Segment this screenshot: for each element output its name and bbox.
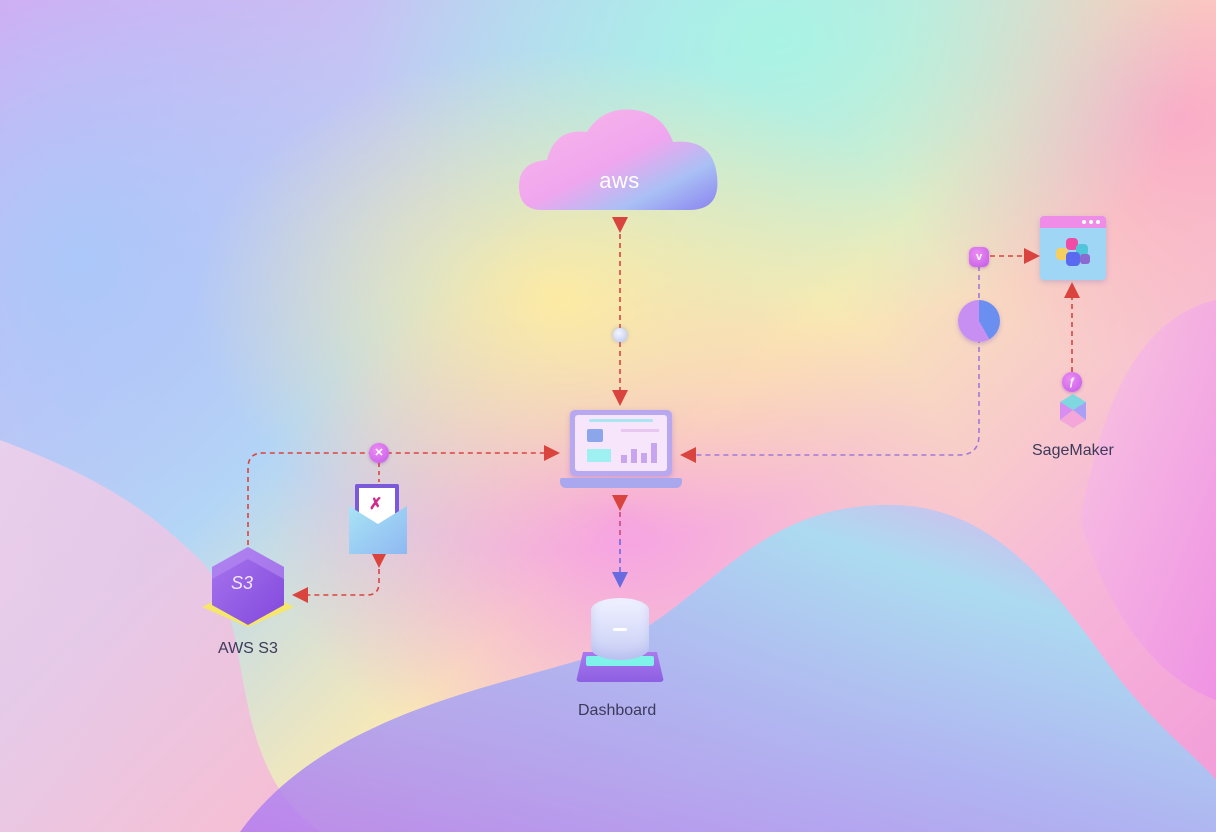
pie-chart-node[interactable] bbox=[958, 300, 1000, 342]
sagemaker-label: SageMaker bbox=[1032, 442, 1114, 459]
image-tile-icon bbox=[587, 429, 603, 442]
sagemaker-connector-badge[interactable]: ƒ bbox=[1062, 372, 1082, 392]
dashboard-label: Dashboard bbox=[578, 702, 657, 719]
window-titlebar bbox=[1040, 216, 1106, 228]
cloud-icon bbox=[519, 109, 718, 210]
logo-icon: ✗ bbox=[369, 496, 383, 513]
link-sagemaker-laptop bbox=[680, 266, 980, 463]
left-connector-badge[interactable]: ✕ bbox=[369, 443, 389, 463]
bar-chart-icon bbox=[621, 437, 659, 463]
text-line bbox=[621, 429, 659, 432]
cloud-label: aws bbox=[599, 168, 640, 193]
screen-header-bar bbox=[589, 419, 653, 422]
envelope-node[interactable]: ✗ bbox=[349, 484, 407, 554]
database-node[interactable] bbox=[576, 598, 664, 684]
link-s3-laptop bbox=[247, 445, 560, 545]
s3-hexagon-icon bbox=[202, 547, 294, 627]
envelope-icon bbox=[349, 506, 407, 554]
panel-block bbox=[587, 449, 611, 462]
laptop-screen bbox=[570, 410, 672, 476]
app-window-node[interactable] bbox=[1040, 216, 1106, 280]
laptop-node[interactable] bbox=[560, 410, 682, 492]
v-connector-badge[interactable]: v bbox=[969, 247, 989, 267]
aws-s3-label: AWS S3 bbox=[218, 640, 278, 657]
connector-node-icon bbox=[613, 328, 627, 342]
s3-icon-text: S3 bbox=[231, 573, 254, 593]
aws-cloud-node[interactable]: aws bbox=[517, 104, 722, 212]
sagemaker-gem-icon[interactable] bbox=[1058, 394, 1088, 430]
laptop-base bbox=[560, 478, 682, 488]
link-envelope-s3 bbox=[292, 552, 387, 603]
database-cylinder-icon bbox=[591, 598, 649, 660]
aws-s3-node[interactable]: S3 bbox=[198, 545, 298, 635]
blocks-icon bbox=[1056, 238, 1092, 270]
